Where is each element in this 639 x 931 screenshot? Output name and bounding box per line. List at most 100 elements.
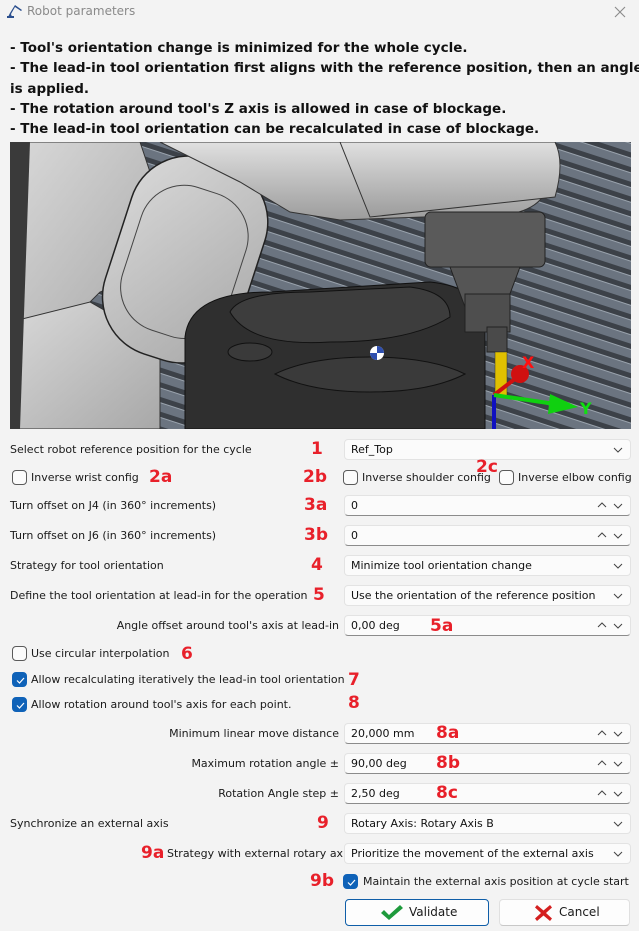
rotation-angle-step-label: Rotation Angle step ± (218, 787, 339, 800)
maintain-external-axis-checkbox[interactable] (343, 874, 358, 889)
chevron-up-icon[interactable] (596, 784, 608, 803)
cancel-button[interactable]: Cancel (499, 899, 630, 926)
turn-offset-j6-label: Turn offset on J6 (in 360° increments) (10, 529, 217, 542)
marker-2c: 2c (476, 457, 498, 477)
chevron-up-icon[interactable] (596, 526, 608, 545)
max-rotation-angle-label: Maximum rotation angle ± (191, 757, 339, 770)
reference-position-label: Select robot reference position for the … (10, 443, 252, 456)
marker-9: 9 (317, 813, 329, 833)
max-rotation-angle-value: 90,00 deg (351, 757, 407, 770)
svg-text:Y: Y (579, 399, 592, 418)
sync-external-axis-select[interactable]: Rotary Axis: Rotary Axis B (344, 813, 631, 834)
marker-3a: 3a (304, 495, 328, 515)
sync-external-axis-label: Synchronize an external axis (10, 817, 169, 830)
chevron-up-icon[interactable] (596, 616, 608, 635)
marker-9a: 9a (141, 843, 165, 863)
chevron-up-icon[interactable] (596, 496, 608, 515)
x-mark-icon (535, 905, 552, 921)
close-icon (614, 6, 626, 18)
tool-orientation-strategy-select[interactable]: Minimize tool orientation change (344, 555, 631, 576)
chevron-down-icon (613, 851, 623, 857)
chevron-down-icon[interactable] (612, 496, 624, 515)
min-linear-move-label: Minimum linear move distance (169, 727, 339, 740)
circular-interpolation-label: Use circular interpolation (31, 647, 170, 660)
cancel-label: Cancel (559, 905, 600, 919)
marker-2b: 2b (303, 467, 327, 487)
rotation-angle-step-spinner[interactable]: 2,50 deg (344, 783, 631, 804)
turn-offset-j4-value: 0 (351, 499, 358, 512)
validate-label: Validate (409, 905, 458, 919)
marker-9b: 9b (310, 871, 334, 891)
rotation-each-point-label: Allow rotation around tool's axis for ea… (31, 698, 292, 711)
description-line: is applied. (10, 80, 90, 97)
inverse-shoulder-label: Inverse shoulder config (362, 471, 491, 484)
close-button[interactable] (608, 2, 632, 22)
tool-orientation-strategy-value: Minimize tool orientation change (351, 559, 532, 572)
reference-position-value: Ref_Top (351, 443, 393, 456)
marker-8: 8 (348, 693, 360, 713)
angle-offset-spinner[interactable]: 0,00 deg (344, 615, 631, 636)
min-linear-move-spinner[interactable]: 20,000 mm (344, 723, 631, 744)
checkmark-icon (16, 677, 25, 684)
external-rotary-strategy-select[interactable]: Prioritize the movement of the external … (344, 843, 631, 864)
chevron-down-icon[interactable] (612, 724, 624, 743)
external-rotary-strategy-value: Prioritize the movement of the external … (351, 847, 594, 860)
chevron-down-icon[interactable] (612, 784, 624, 803)
title-bar: Robot parameters (0, 0, 639, 24)
inverse-elbow-checkbox[interactable] (499, 470, 514, 485)
turn-offset-j4-label: Turn offset on J4 (in 360° increments) (10, 499, 217, 512)
external-rotary-strategy-label: Strategy with external rotary axis (167, 847, 352, 860)
max-rotation-angle-spinner[interactable]: 90,00 deg (344, 753, 631, 774)
maintain-external-axis-label: Maintain the external axis position at c… (363, 875, 629, 888)
inverse-wrist-label: Inverse wrist config (31, 471, 139, 484)
recalculate-lead-in-checkbox[interactable] (12, 672, 27, 687)
recalculate-lead-in-label: Allow recalculating iteratively the lead… (31, 673, 345, 686)
circular-interpolation-checkbox[interactable] (12, 646, 27, 661)
marker-3b: 3b (304, 525, 328, 545)
checkmark-icon (347, 879, 356, 886)
marker-5: 5 (313, 585, 325, 605)
rotation-angle-step-value: 2,50 deg (351, 787, 400, 800)
chevron-up-icon[interactable] (596, 754, 608, 773)
turn-offset-j4-spinner[interactable]: 0 (344, 495, 631, 516)
lead-in-orientation-select[interactable]: Use the orientation of the reference pos… (344, 585, 631, 606)
chevron-up-icon[interactable] (596, 724, 608, 743)
robot-preview-image: X Y (10, 142, 631, 429)
checkmark-icon (381, 905, 403, 920)
lead-in-orientation-label: Define the tool orientation at lead-in f… (10, 589, 308, 602)
chevron-down-icon (613, 821, 623, 827)
sync-external-axis-value: Rotary Axis: Rotary Axis B (351, 817, 494, 830)
description-line: - The lead-in tool orientation can be re… (10, 121, 540, 138)
angle-offset-label: Angle offset around tool's axis at lead-… (116, 619, 339, 632)
turn-offset-j6-value: 0 (351, 529, 358, 542)
turn-offset-j6-spinner[interactable]: 0 (344, 525, 631, 546)
description-line: - Tool's orientation change is minimized… (10, 40, 468, 56)
marker-2a: 2a (149, 467, 173, 487)
min-linear-move-value: 20,000 mm (351, 727, 415, 740)
chevron-down-icon[interactable] (612, 526, 624, 545)
checkmark-icon (16, 702, 25, 709)
rotation-each-point-checkbox[interactable] (12, 697, 27, 712)
inverse-elbow-label: Inverse elbow config (518, 471, 632, 484)
inverse-wrist-checkbox[interactable] (12, 470, 27, 485)
window-title: Robot parameters (27, 4, 136, 18)
description-text: - Tool's orientation change is minimized… (10, 38, 639, 139)
chevron-down-icon (613, 563, 623, 569)
marker-7: 7 (348, 670, 360, 690)
marker-8a: 8a (436, 723, 460, 743)
angle-offset-value: 0,00 deg (351, 619, 400, 632)
inverse-shoulder-checkbox[interactable] (343, 470, 358, 485)
tool-orientation-strategy-label: Strategy for tool orientation (10, 559, 164, 572)
marker-8c: 8c (436, 783, 458, 803)
chevron-down-icon[interactable] (612, 616, 624, 635)
description-line: - The rotation around tool's Z axis is a… (10, 100, 507, 117)
validate-button[interactable]: Validate (345, 899, 489, 926)
robot-scene-illustration: X Y (10, 142, 631, 429)
chevron-down-icon (613, 447, 623, 453)
description-line: - The lead-in tool orientation first ali… (10, 60, 639, 77)
marker-4: 4 (311, 555, 323, 575)
svg-text:X: X (522, 353, 535, 372)
marker-5a: 5a (430, 616, 454, 636)
reference-position-select[interactable]: Ref_Top (344, 439, 631, 460)
chevron-down-icon[interactable] (612, 754, 624, 773)
